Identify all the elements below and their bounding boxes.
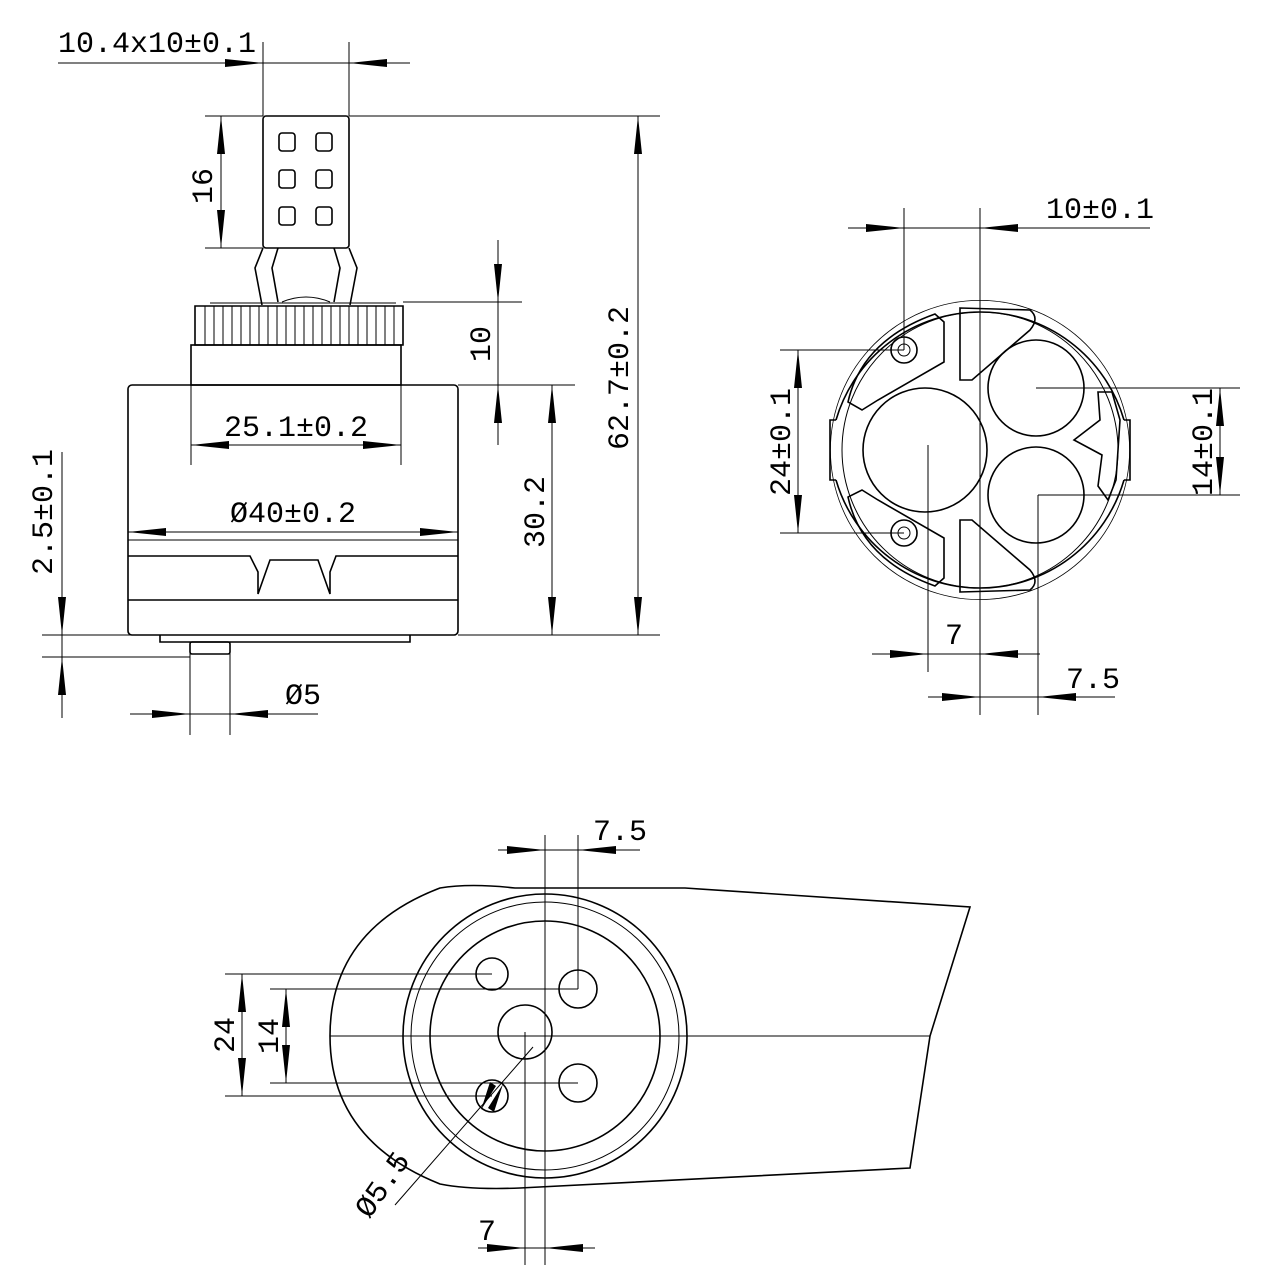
dim-spacing-outer: 24 bbox=[210, 974, 246, 1096]
label-pin-offset-top: 10±0.1 bbox=[1046, 194, 1154, 228]
label-offset-top: 7.5 bbox=[593, 816, 647, 850]
dim-body-diameter: Ø40±0.2 bbox=[128, 498, 458, 536]
port-large bbox=[862, 387, 988, 513]
dim-total-height: 62.7±0.2 bbox=[349, 115, 660, 636]
dim-pin-spacing: 24±0.1 bbox=[766, 350, 802, 533]
label-hole-diameter: Ø5.5 bbox=[350, 1147, 419, 1225]
label-total-height: 62.7±0.2 bbox=[604, 306, 638, 450]
dim-body-height: 30.2 bbox=[520, 385, 556, 635]
mounting-view: 7.5 24 14 Ø5.5 7 bbox=[210, 816, 972, 1265]
dim-port-offset-left: 7 bbox=[872, 620, 1040, 658]
label-spacing-inner: 14 bbox=[254, 1018, 288, 1054]
dim-offset-bottom: 7 bbox=[478, 1216, 595, 1252]
label-stem-height: 16 bbox=[188, 168, 222, 204]
label-port-offset-right: 7.5 bbox=[1066, 664, 1120, 698]
bottom-view: 10±0.1 24±0.1 14±0.1 7 7.5 bbox=[766, 194, 1240, 715]
label-pin-height: 2.5±0.1 bbox=[28, 449, 62, 575]
label-pin-diameter: Ø5 bbox=[285, 680, 321, 714]
stem bbox=[254, 115, 358, 306]
dim-port-spacing: 14±0.1 bbox=[1188, 388, 1224, 496]
dim-collar-diameter: 25.1±0.2 bbox=[190, 385, 402, 465]
cartridge-body bbox=[127, 384, 459, 655]
dim-port-offset-right: 7.5 bbox=[928, 664, 1120, 701]
label-stem-size: 10.4x10±0.1 bbox=[58, 28, 256, 62]
label-spacing-outer: 24 bbox=[210, 1017, 244, 1053]
dim-hole-diameter: Ø5.5 bbox=[350, 1046, 534, 1225]
label-pin-spacing: 24±0.1 bbox=[766, 388, 800, 496]
label-body-diameter: Ø40±0.2 bbox=[230, 498, 356, 532]
knurled-collar bbox=[190, 302, 404, 386]
label-offset-bottom: 7 bbox=[478, 1216, 496, 1250]
dim-pin-diameter: Ø5 bbox=[130, 642, 321, 735]
label-port-spacing: 14±0.1 bbox=[1188, 388, 1222, 496]
dim-stem-height: 16 bbox=[188, 115, 263, 249]
dim-pin-height: 2.5±0.1 bbox=[28, 449, 190, 718]
dim-spacing-inner: 14 bbox=[254, 989, 290, 1083]
side-view: 10.4x10±0.1 16 62.7±0.2 10 30.2 bbox=[28, 28, 660, 735]
label-knurl-height: 10 bbox=[466, 326, 500, 362]
dim-pin-offset-top: 10±0.1 bbox=[848, 194, 1154, 232]
dim-knurl-height: 10 bbox=[403, 240, 575, 445]
label-collar-diameter: 25.1±0.2 bbox=[224, 412, 368, 446]
label-port-offset-left: 7 bbox=[945, 620, 963, 654]
label-body-height: 30.2 bbox=[520, 476, 554, 548]
dim-stem-size: 10.4x10±0.1 bbox=[58, 28, 410, 116]
dim-offset-top: 7.5 bbox=[498, 816, 647, 854]
